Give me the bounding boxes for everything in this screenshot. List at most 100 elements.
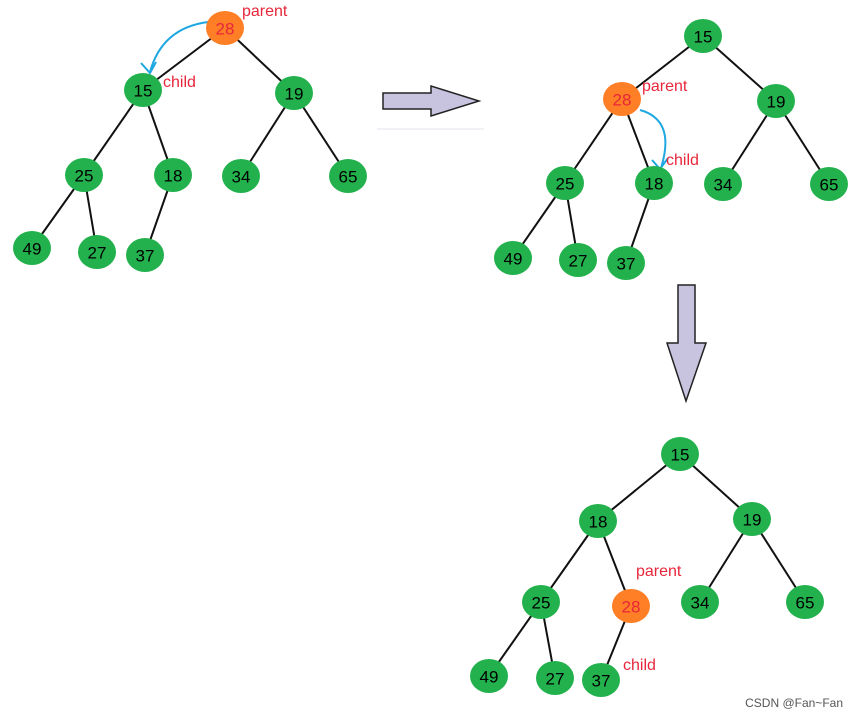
node-highlighted: 28: [603, 82, 641, 116]
node-value: 19: [285, 85, 304, 104]
tree-node: 34: [681, 585, 719, 619]
node-value: 19: [767, 93, 786, 112]
node-value: 28: [613, 91, 632, 110]
watermark: CSDN @Fan~Fan: [745, 696, 843, 710]
node-value: 65: [339, 168, 358, 187]
child-label: child: [163, 74, 196, 91]
swap-arrow: [639, 109, 667, 169]
node-circle: [329, 159, 367, 193]
parent-label: parent: [636, 563, 682, 580]
tree-step3: 15 18 19 25 28 34 65 49 27 37 parent child: [470, 437, 824, 697]
node-value: 19: [743, 511, 762, 530]
node-circle: [470, 659, 508, 693]
swap-arrow-head: [140, 61, 157, 75]
swap-arrow: [149, 21, 209, 73]
node-value: 49: [504, 250, 523, 269]
tree-node: 18: [635, 166, 673, 200]
node-value: 65: [796, 594, 815, 613]
tree-node: 27: [536, 661, 574, 695]
tree-node: 37: [126, 238, 164, 272]
tree-node: 19: [757, 84, 795, 118]
node-value: 34: [232, 168, 251, 187]
tree-node: 15: [124, 73, 162, 107]
parent-label: parent: [242, 3, 288, 20]
tree-node: 65: [810, 167, 848, 201]
node-value: 37: [592, 672, 611, 691]
highlight-node-circle: [603, 82, 641, 116]
tree-node: 15: [661, 437, 699, 471]
node-value: 49: [23, 240, 42, 259]
node-value: 49: [480, 668, 499, 687]
node-circle: [661, 437, 699, 471]
node-value: 27: [88, 244, 107, 263]
tree-node: 65: [786, 585, 824, 619]
node-circle: [78, 235, 116, 269]
tree-node: 19: [275, 76, 313, 110]
node-value: 25: [556, 175, 575, 194]
node-circle: [582, 663, 620, 697]
tree-node: 49: [494, 241, 532, 275]
down-block-arrow: [665, 284, 708, 404]
node-value: 28: [216, 20, 235, 39]
tree-node: 15: [684, 19, 722, 53]
node-value: 34: [714, 176, 733, 195]
node-circle: [124, 73, 162, 107]
node-circle: [536, 661, 574, 695]
node-circle: [126, 238, 164, 272]
node-circle: [786, 585, 824, 619]
node-value: 15: [134, 82, 153, 101]
node-value: 15: [694, 28, 713, 47]
node-circle: [733, 502, 771, 536]
tree-node: 34: [222, 159, 260, 193]
tree-node: 18: [579, 504, 617, 538]
tree-node: 27: [78, 235, 116, 269]
tree-step1: 28 15 19 25 18 34 65 49 27 37 parent child: [13, 3, 367, 272]
node-circle: [13, 231, 51, 265]
tree-node: 37: [607, 246, 645, 280]
node-value: 15: [671, 446, 690, 465]
node-value: 65: [820, 176, 839, 195]
arrows-layer: [140, 21, 708, 404]
node-circle: [546, 166, 584, 200]
tree-node: 27: [559, 243, 597, 277]
node-circle: [275, 76, 313, 110]
node-circle: [494, 241, 532, 275]
node-circle: [684, 19, 722, 53]
node-value: 37: [617, 255, 636, 274]
node-value: 27: [546, 670, 565, 689]
highlight-node-circle: [612, 589, 650, 623]
tree-node: 19: [733, 502, 771, 536]
node-circle: [757, 84, 795, 118]
node-value: 18: [645, 175, 664, 194]
tree-node: 65: [329, 159, 367, 193]
node-value: 18: [589, 513, 608, 532]
tree-node: 34: [704, 167, 742, 201]
node-circle: [607, 246, 645, 280]
node-highlighted: 28: [206, 11, 244, 45]
node-circle: [704, 167, 742, 201]
node-value: 18: [164, 167, 183, 186]
node-value: 25: [75, 167, 94, 186]
tree-step2: 15 28 19 25 18 34 65 49 27 37 parent child: [494, 19, 848, 280]
node-value: 34: [691, 594, 710, 613]
tree-node: 25: [65, 158, 103, 192]
tree-node: 37: [582, 663, 620, 697]
node-value: 27: [569, 252, 588, 271]
node-circle: [222, 159, 260, 193]
node-circle: [522, 585, 560, 619]
tree-node: 25: [546, 166, 584, 200]
child-label: child: [623, 657, 656, 674]
right-block-arrow: [382, 84, 482, 118]
child-label: child: [666, 152, 699, 169]
parent-label: parent: [642, 78, 688, 95]
node-circle: [65, 158, 103, 192]
node-circle: [579, 504, 617, 538]
node-value: 37: [136, 247, 155, 266]
node-value: 28: [622, 598, 641, 617]
tree-node: 49: [13, 231, 51, 265]
node-value: 25: [532, 594, 551, 613]
tree-node: 18: [154, 158, 192, 192]
node-circle: [810, 167, 848, 201]
